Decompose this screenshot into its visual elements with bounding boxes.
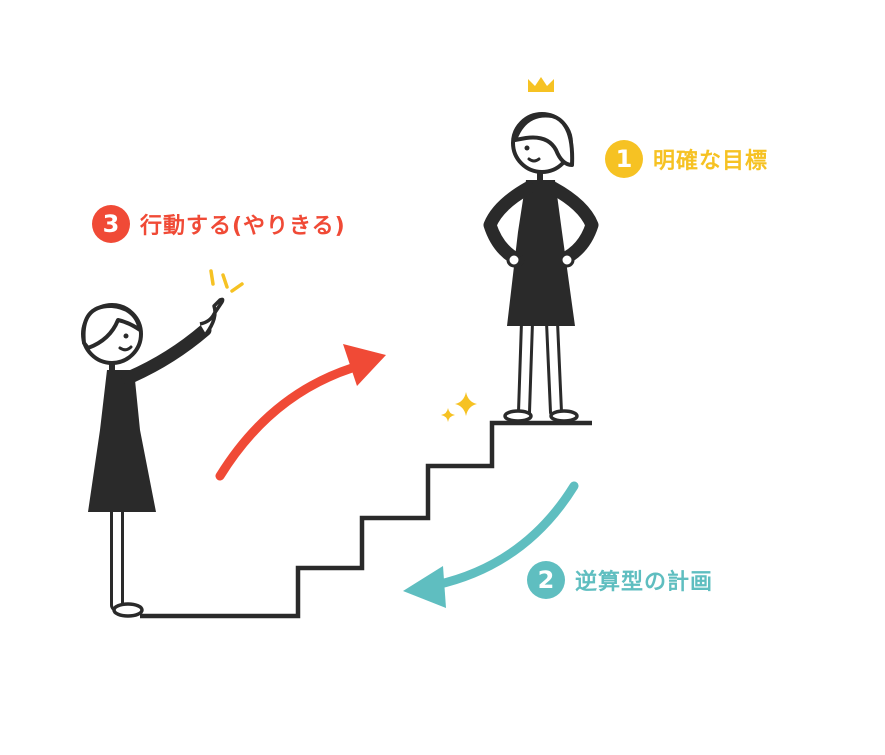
goal-figure xyxy=(483,112,599,423)
step-label-text: 行動する(やりきる) xyxy=(140,214,346,239)
step-plan-label: 2 逆算型の計画 xyxy=(527,561,713,599)
pointing-figure xyxy=(81,297,225,618)
step-label-text: 逆算型の計画 xyxy=(575,570,714,595)
step-number-badge: 3 xyxy=(92,205,130,243)
step-number-badge: 2 xyxy=(527,561,565,599)
emphasis-lines-icon xyxy=(209,269,244,293)
crown-icon xyxy=(528,77,554,92)
step-goal-label: 1 明確な目標 xyxy=(605,140,768,178)
plan-arrow xyxy=(403,481,579,608)
step-label-text: 明確な目標 xyxy=(653,149,769,174)
staircase xyxy=(140,420,592,619)
step-action-label: 3 行動する(やりきる) xyxy=(92,205,346,243)
step-number-badge: 1 xyxy=(605,140,643,178)
action-arrow xyxy=(215,344,386,481)
sparkle-icon xyxy=(441,392,477,422)
